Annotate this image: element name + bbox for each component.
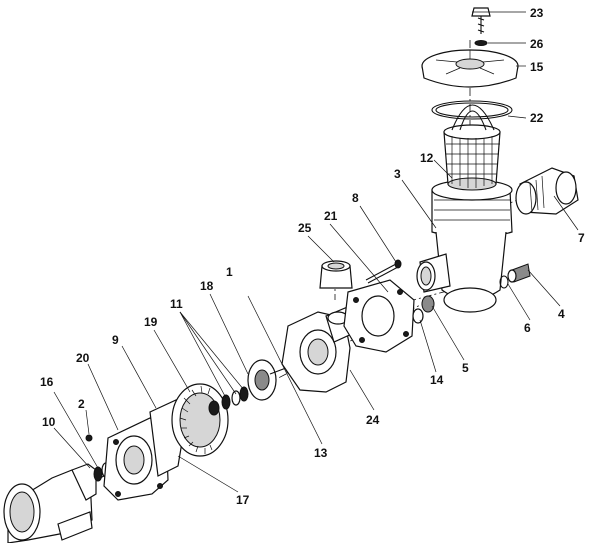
lid-knob [471, 7, 491, 46]
pump-volute [281, 305, 357, 393]
callout-15: 15 [530, 60, 544, 74]
motor [3, 463, 105, 543]
callout-labels: 23 26 15 22 12 3 7 8 21 25 1 4 6 5 14 24… [40, 6, 585, 507]
callout-22: 22 [530, 111, 544, 125]
callout-4: 4 [558, 307, 565, 321]
callout-12: 12 [420, 151, 434, 165]
callout-9: 9 [112, 333, 119, 347]
strainer-housing [416, 179, 513, 313]
callout-26: 26 [530, 37, 544, 51]
callout-24: 24 [366, 413, 380, 427]
leader-lines [53, 11, 579, 493]
drain-plug [499, 263, 531, 289]
drain-fittings [412, 295, 435, 324]
callout-11: 11 [170, 297, 183, 311]
callout-8: 8 [352, 191, 359, 205]
strainer-basket [443, 104, 501, 191]
callout-25: 25 [298, 221, 312, 235]
callout-19: 19 [144, 315, 158, 329]
callout-7: 7 [578, 231, 585, 245]
strainer-gasket-plate [343, 279, 415, 353]
seal-plate [103, 417, 169, 501]
callout-5: 5 [462, 361, 469, 375]
diffuser [149, 383, 229, 477]
callout-1: 1 [226, 265, 233, 279]
union-nut [319, 260, 353, 289]
seal-rings [221, 386, 249, 410]
callout-23: 23 [530, 6, 544, 20]
callout-14: 14 [430, 373, 444, 387]
lid-o-ring [431, 100, 513, 120]
callout-20: 20 [76, 351, 90, 365]
inlet-union [515, 167, 579, 215]
callout-6: 6 [524, 321, 531, 335]
callout-17: 17 [236, 493, 250, 507]
callout-2: 2 [78, 397, 85, 411]
callout-16: 16 [40, 375, 54, 389]
callout-10: 10 [42, 415, 56, 429]
bolt [365, 259, 402, 284]
callout-21: 21 [324, 209, 338, 223]
callout-13: 13 [314, 446, 328, 460]
strainer-lid [421, 49, 519, 88]
callout-18: 18 [200, 279, 214, 293]
callout-3: 3 [394, 167, 401, 181]
